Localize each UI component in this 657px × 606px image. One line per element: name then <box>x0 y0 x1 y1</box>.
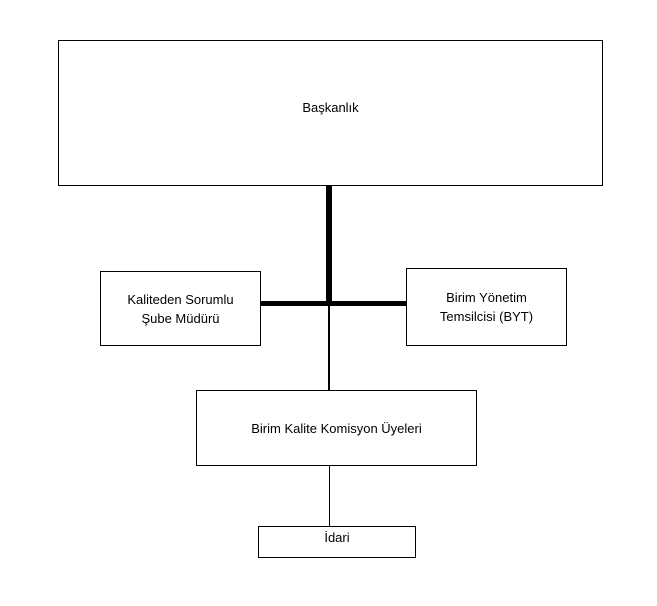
node-kalite-sube-muduru: Kaliteden Sorumlu Şube Müdürü <box>100 271 261 346</box>
connector-top-vertical <box>326 186 332 305</box>
connector-center-vertical <box>328 305 330 390</box>
node-birim-yonetim-temsilcisi-text: Birim Yönetim Temsilcisi (BYT) <box>440 288 533 326</box>
node-idari: İdari <box>258 526 416 558</box>
node-birim-yonetim-temsilcisi-line2: Temsilcisi (BYT) <box>439 309 534 324</box>
connector-bottom-vertical <box>329 466 330 526</box>
node-komisyon-uyeleri: Birim Kalite Komisyon Üyeleri <box>196 390 477 466</box>
node-kalite-sube-muduru-line2: Şube Müdürü <box>141 310 220 326</box>
node-kalite-sube-muduru-line1: Kaliteden Sorumlu <box>127 291 234 307</box>
node-komisyon-uyeleri-label: Birim Kalite Komisyon Üyeleri <box>251 420 422 436</box>
node-birim-yonetim-temsilcisi-line1: Birim Yönetim <box>446 290 527 305</box>
node-baskanlik-label: Başkanlık <box>302 100 359 115</box>
node-baskanlik: Başkanlık <box>58 40 603 186</box>
node-idari-label: İdari <box>324 530 350 545</box>
node-kalite-sube-muduru-text: Kaliteden Sorumlu Şube Müdürü <box>127 290 233 328</box>
node-birim-yonetim-temsilcisi: Birim Yönetim Temsilcisi (BYT) <box>406 268 567 346</box>
connector-horizontal <box>261 301 406 306</box>
